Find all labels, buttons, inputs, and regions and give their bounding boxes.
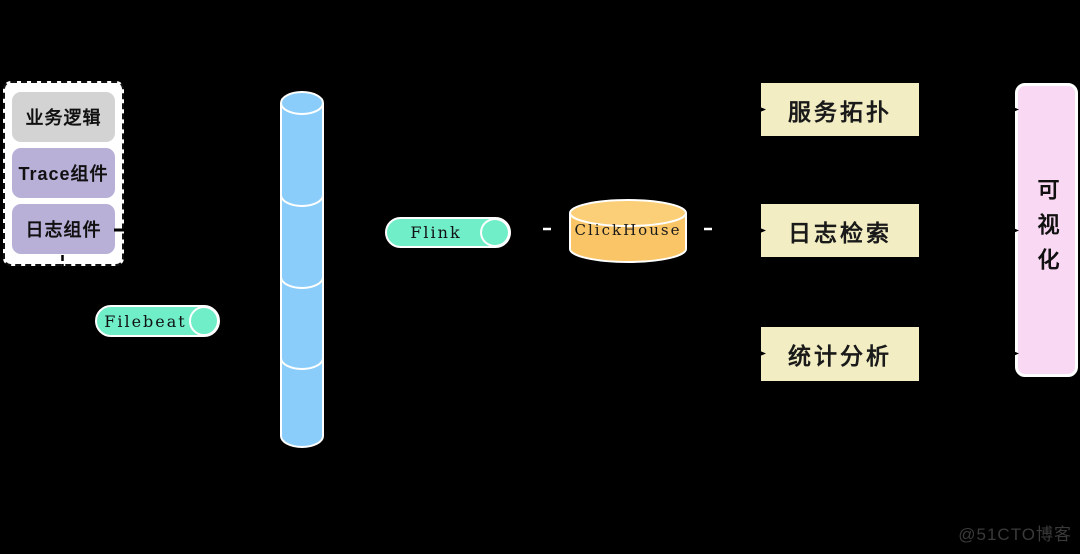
- clickhouse-cylinder: [569, 199, 687, 263]
- trace-component-node: Trace组件: [12, 148, 115, 198]
- clickhouse-top-ellipse: [569, 199, 687, 227]
- kafka-queue-cylinder: [280, 91, 324, 448]
- queue-segment-divider: [280, 276, 324, 289]
- business-logic-node: 业务逻辑: [12, 92, 115, 142]
- log-search-node: 日志检索: [761, 204, 919, 257]
- arrowhead-visualization-top: [1006, 104, 1019, 115]
- visualization-node: 可视化: [1015, 83, 1078, 377]
- arrowhead-service-topology: [753, 104, 766, 115]
- flink-label: Flink: [410, 223, 462, 242]
- business-logic-label: 业务逻辑: [25, 108, 102, 128]
- log-component-node: 日志组件: [12, 204, 115, 254]
- arrowhead-stats-analysis: [753, 348, 766, 359]
- service-topology-node: 服务拓扑: [761, 83, 919, 136]
- queue-segment-divider: [280, 194, 324, 207]
- clickhouse-label: ClickHouse: [574, 221, 682, 239]
- filebeat-label: Filebeat: [104, 311, 187, 331]
- log-search-label: 日志检索: [788, 219, 892, 246]
- log-component-label: 日志组件: [25, 220, 102, 240]
- trace-component-label: Trace组件: [18, 164, 109, 184]
- arrowhead-visualization-bottom: [1006, 348, 1019, 359]
- service-topology-label: 服务拓扑: [788, 98, 892, 125]
- visualization-label: 可视化: [1034, 177, 1060, 283]
- stats-analysis-label: 统计分析: [788, 343, 892, 369]
- cylinder-end-cap: [189, 306, 219, 336]
- arrowhead-log-search: [753, 225, 766, 236]
- arrowhead-visualization-mid: [1006, 225, 1019, 236]
- flink-node: Flink: [385, 217, 511, 248]
- stats-analysis-node: 统计分析: [761, 327, 919, 381]
- queue-segment-divider: [280, 357, 324, 370]
- sources-group: 业务逻辑 Trace组件 日志组件: [3, 81, 124, 266]
- filebeat-node: Filebeat: [95, 305, 220, 337]
- watermark: @51CTO博客: [958, 525, 1072, 544]
- queue-top-ellipse: [280, 91, 324, 115]
- cylinder-end-cap: [480, 218, 510, 247]
